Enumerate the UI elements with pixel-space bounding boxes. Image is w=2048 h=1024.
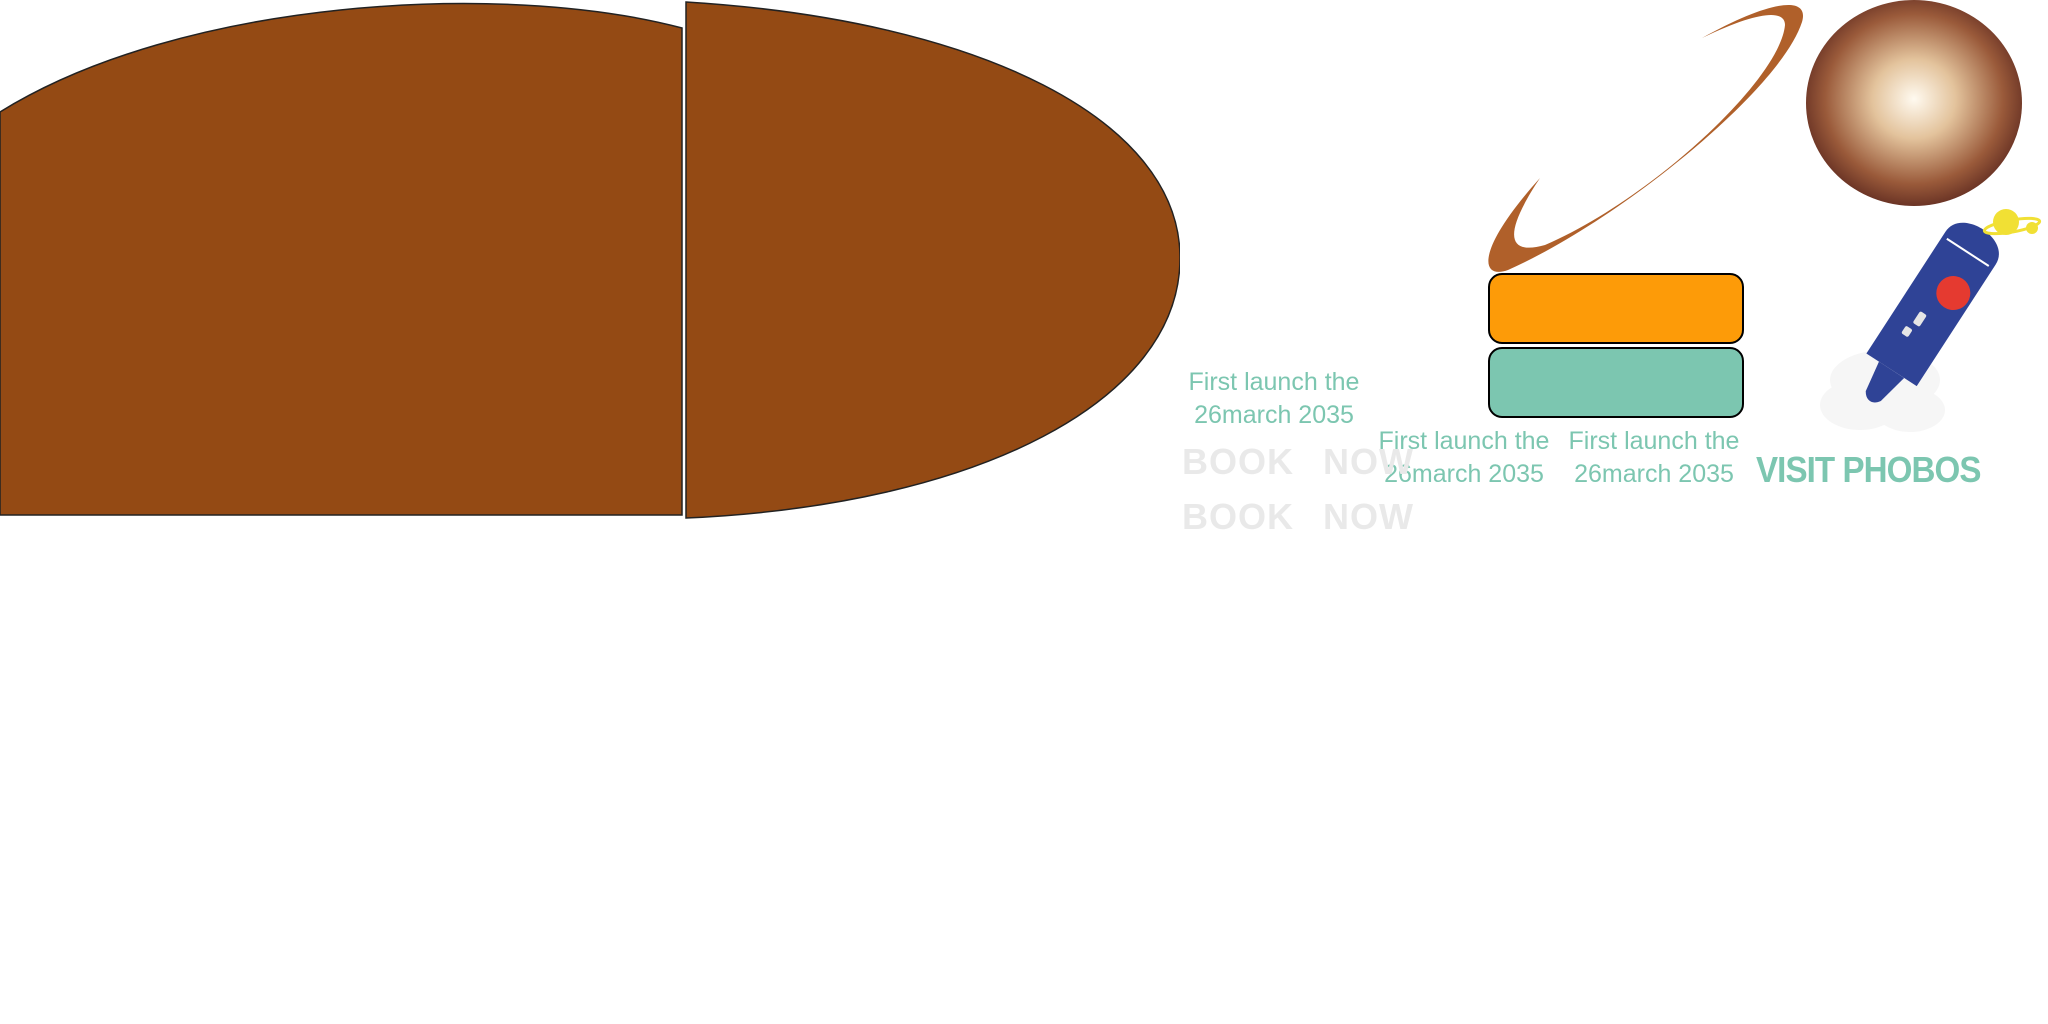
teal-button[interactable] bbox=[1488, 347, 1744, 418]
book-now-button-2[interactable]: BOOK NOW bbox=[1182, 496, 1414, 537]
launch-text-3: First launch the 26march 2035 bbox=[1554, 425, 1754, 491]
launch-text-1: First launch the 26march 2035 bbox=[1174, 366, 1374, 432]
brown-shapes bbox=[0, 1, 1180, 519]
launch-text-2: First launch the 26march 2035 bbox=[1364, 425, 1564, 491]
ring-icon bbox=[1488, 4, 1804, 272]
book-now-button-1[interactable]: BOOK NOW bbox=[1182, 441, 1414, 482]
rocket-icon: AIR FRANCE bbox=[1820, 222, 1999, 432]
launch-text-2-line1: First launch the bbox=[1378, 427, 1550, 455]
launch-text-1-line2: 26march 2035 bbox=[1194, 401, 1354, 429]
saturn-icon bbox=[1982, 209, 2042, 236]
launch-text-2-line2: 26march 2035 bbox=[1384, 460, 1544, 488]
brown-half-ellipse-right bbox=[685, 1, 1180, 519]
brown-dome-left bbox=[0, 2, 683, 516]
orange-button[interactable] bbox=[1488, 273, 1744, 344]
launch-text-3-line2: 26march 2035 bbox=[1574, 460, 1734, 488]
launch-text-1-line1: First launch the bbox=[1188, 368, 1360, 396]
visit-phobos-title: VISIT PHOBOS bbox=[1756, 449, 1981, 490]
launch-text-3-line1: First launch the bbox=[1568, 427, 1740, 455]
planet-icon bbox=[1806, 0, 2022, 206]
